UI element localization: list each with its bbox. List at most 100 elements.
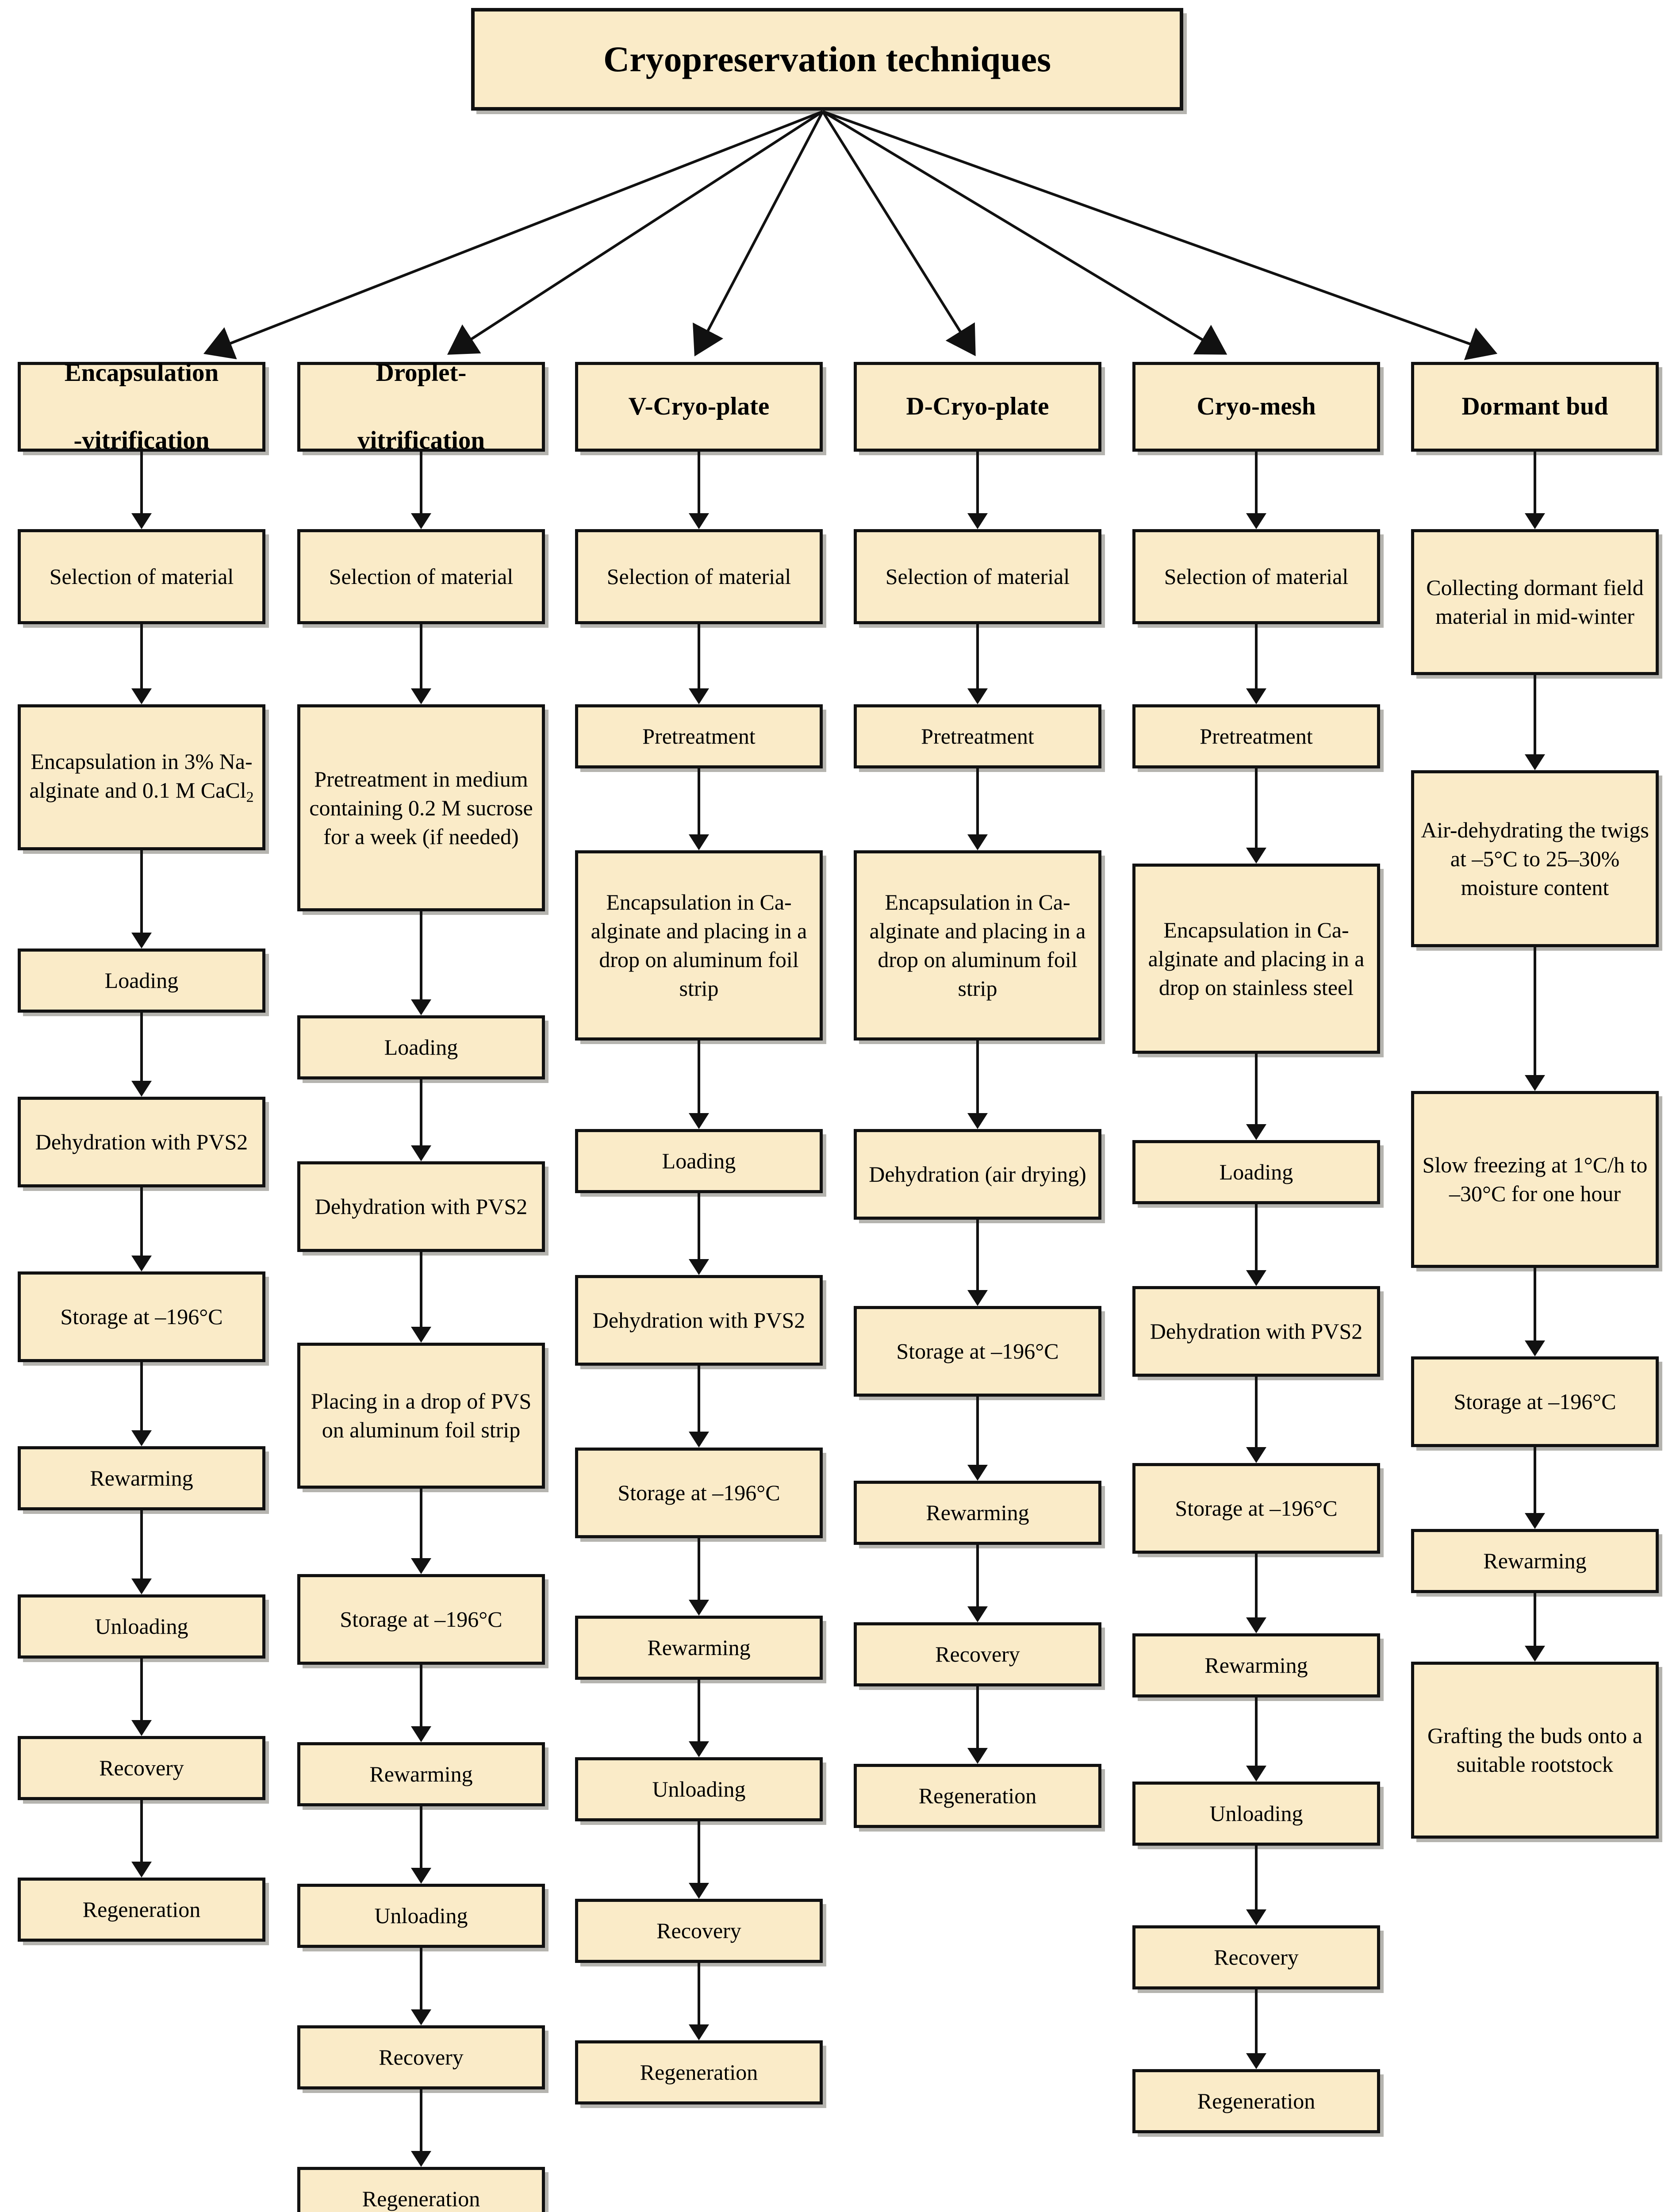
process-box[interactable]: Rewarming [18,1446,265,1510]
process-box[interactable]: Dehydration with PVS2 [575,1275,823,1366]
process-box[interactable]: Rewarming [854,1481,1101,1545]
connector [854,1220,1101,1306]
process-box[interactable]: Dehydration with PVS2 [297,1161,545,1252]
connector [575,1041,823,1129]
column-header-v-cryo-plate[interactable]: V-Cryo-plate [575,362,823,452]
connector [297,1252,545,1343]
connector [1411,947,1659,1091]
process-box[interactable]: Unloading [297,1884,545,1948]
connector [18,1510,265,1594]
connector [297,2089,545,2167]
process-box[interactable]: Loading [1132,1140,1380,1204]
process-box[interactable]: Encapsulation in Ca-alginate and placing… [854,850,1101,1041]
process-box[interactable]: Dehydration with PVS2 [18,1097,265,1187]
connector [575,1963,823,2040]
column-header-label: V-Cryo-plate [628,392,770,421]
process-box[interactable]: Pretreatment [575,704,823,768]
connector [1132,768,1380,864]
connector [854,1041,1101,1129]
process-box[interactable]: Recovery [297,2025,545,2089]
process-box[interactable]: Storage at –196°C [18,1271,265,1362]
process-box[interactable]: Encapsulation in Ca-alginate and placing… [575,850,823,1041]
connector [1132,1054,1380,1140]
connector [575,1366,823,1448]
connector [1132,1204,1380,1286]
process-box[interactable]: Storage at –196°C [575,1448,823,1538]
process-box[interactable]: Selection of material [854,529,1101,624]
connector [575,624,823,704]
process-box[interactable]: Slow freezing at 1°C/h to –30°C for one … [1411,1091,1659,1268]
process-box[interactable]: Unloading [18,1594,265,1659]
process-box[interactable]: Regeneration [1132,2069,1380,2133]
process-box[interactable]: Storage at –196°C [1132,1463,1380,1554]
process-box[interactable]: Recovery [575,1899,823,1963]
process-box[interactable]: Regeneration [575,2040,823,2104]
process-box[interactable]: Pretreatment in medium containing 0.2 M … [297,704,545,911]
connector [18,850,265,949]
connector [1411,1268,1659,1356]
process-box[interactable]: Regeneration [297,2167,545,2212]
process-box[interactable]: Air-dehydrating the twigs at –5°C to 25–… [1411,770,1659,947]
connector [297,452,545,529]
process-box[interactable]: Collecting dormant field material in mid… [1411,529,1659,675]
process-box[interactable]: Selection of material [1132,529,1380,624]
connector [854,1545,1101,1622]
process-box[interactable]: Selection of material [18,529,265,624]
process-box[interactable]: Grafting the buds onto a suitable rootst… [1411,1662,1659,1839]
connector [297,1665,545,1742]
connector [575,1538,823,1616]
column-header-droplet-vitrification[interactable]: Droplet- vitrification [297,359,545,454]
connector [1132,1554,1380,1633]
connector [854,1686,1101,1764]
connector [18,1362,265,1446]
column-header-cryo-mesh[interactable]: Cryo-mesh [1132,362,1380,452]
process-box[interactable]: Unloading [1132,1782,1380,1846]
column-header-encapsulation-vitrification[interactable]: Encapsulation -vitrification [18,359,265,454]
process-box[interactable]: Recovery [854,1622,1101,1686]
process-box[interactable]: Loading [18,949,265,1013]
process-box[interactable]: Pretreatment [854,704,1101,768]
process-box[interactable]: Selection of material [575,529,823,624]
connector [297,1079,545,1161]
process-box[interactable]: Encapsulation in 3% Na-alginate and 0.1 … [18,704,265,850]
process-box[interactable]: Placing in a drop of PVS on aluminum foi… [297,1343,545,1489]
connector [297,911,545,1015]
diagram-title: Cryopreservation techniques [603,38,1051,79]
process-box[interactable]: Recovery [18,1736,265,1800]
connector [575,1680,823,1757]
column-header-dormant-bud[interactable]: Dormant bud [1411,362,1659,452]
column-header-label: Cryo-mesh [1197,392,1316,421]
connector [854,1397,1101,1481]
connector [18,1013,265,1097]
process-box[interactable]: Storage at –196°C [1411,1356,1659,1447]
process-box[interactable]: Loading [575,1129,823,1193]
process-box[interactable]: Encapsulation in Ca-alginate and placing… [1132,864,1380,1054]
process-box[interactable]: Loading [297,1015,545,1079]
column-header-label: Encapsulation -vitrification [64,358,219,454]
process-box[interactable]: Selection of material [297,529,545,624]
process-box[interactable]: Pretreatment [1132,704,1380,768]
process-box[interactable]: Rewarming [575,1616,823,1680]
process-box[interactable]: Rewarming [297,1742,545,1806]
process-box[interactable]: Regeneration [854,1764,1101,1828]
connector [575,1193,823,1275]
process-box[interactable]: Dehydration (air drying) [854,1129,1101,1220]
column-header-d-cryo-plate[interactable]: D-Cryo-plate [854,362,1101,452]
process-box[interactable]: Unloading [575,1757,823,1821]
process-box[interactable]: Dehydration with PVS2 [1132,1286,1380,1377]
connector [297,1489,545,1574]
connector [297,1948,545,2025]
connector [1132,1989,1380,2069]
column-header-label: D-Cryo-plate [906,392,1049,421]
connector [18,1187,265,1271]
process-box[interactable]: Recovery [1132,1925,1380,1989]
connector [1132,452,1380,529]
process-box[interactable]: Storage at –196°C [297,1574,545,1665]
process-box[interactable]: Regeneration [18,1878,265,1942]
process-box[interactable]: Storage at –196°C [854,1306,1101,1397]
connector [1132,1846,1380,1925]
process-box[interactable]: Rewarming [1411,1529,1659,1593]
connector [297,1806,545,1884]
process-box[interactable]: Rewarming [1132,1633,1380,1697]
